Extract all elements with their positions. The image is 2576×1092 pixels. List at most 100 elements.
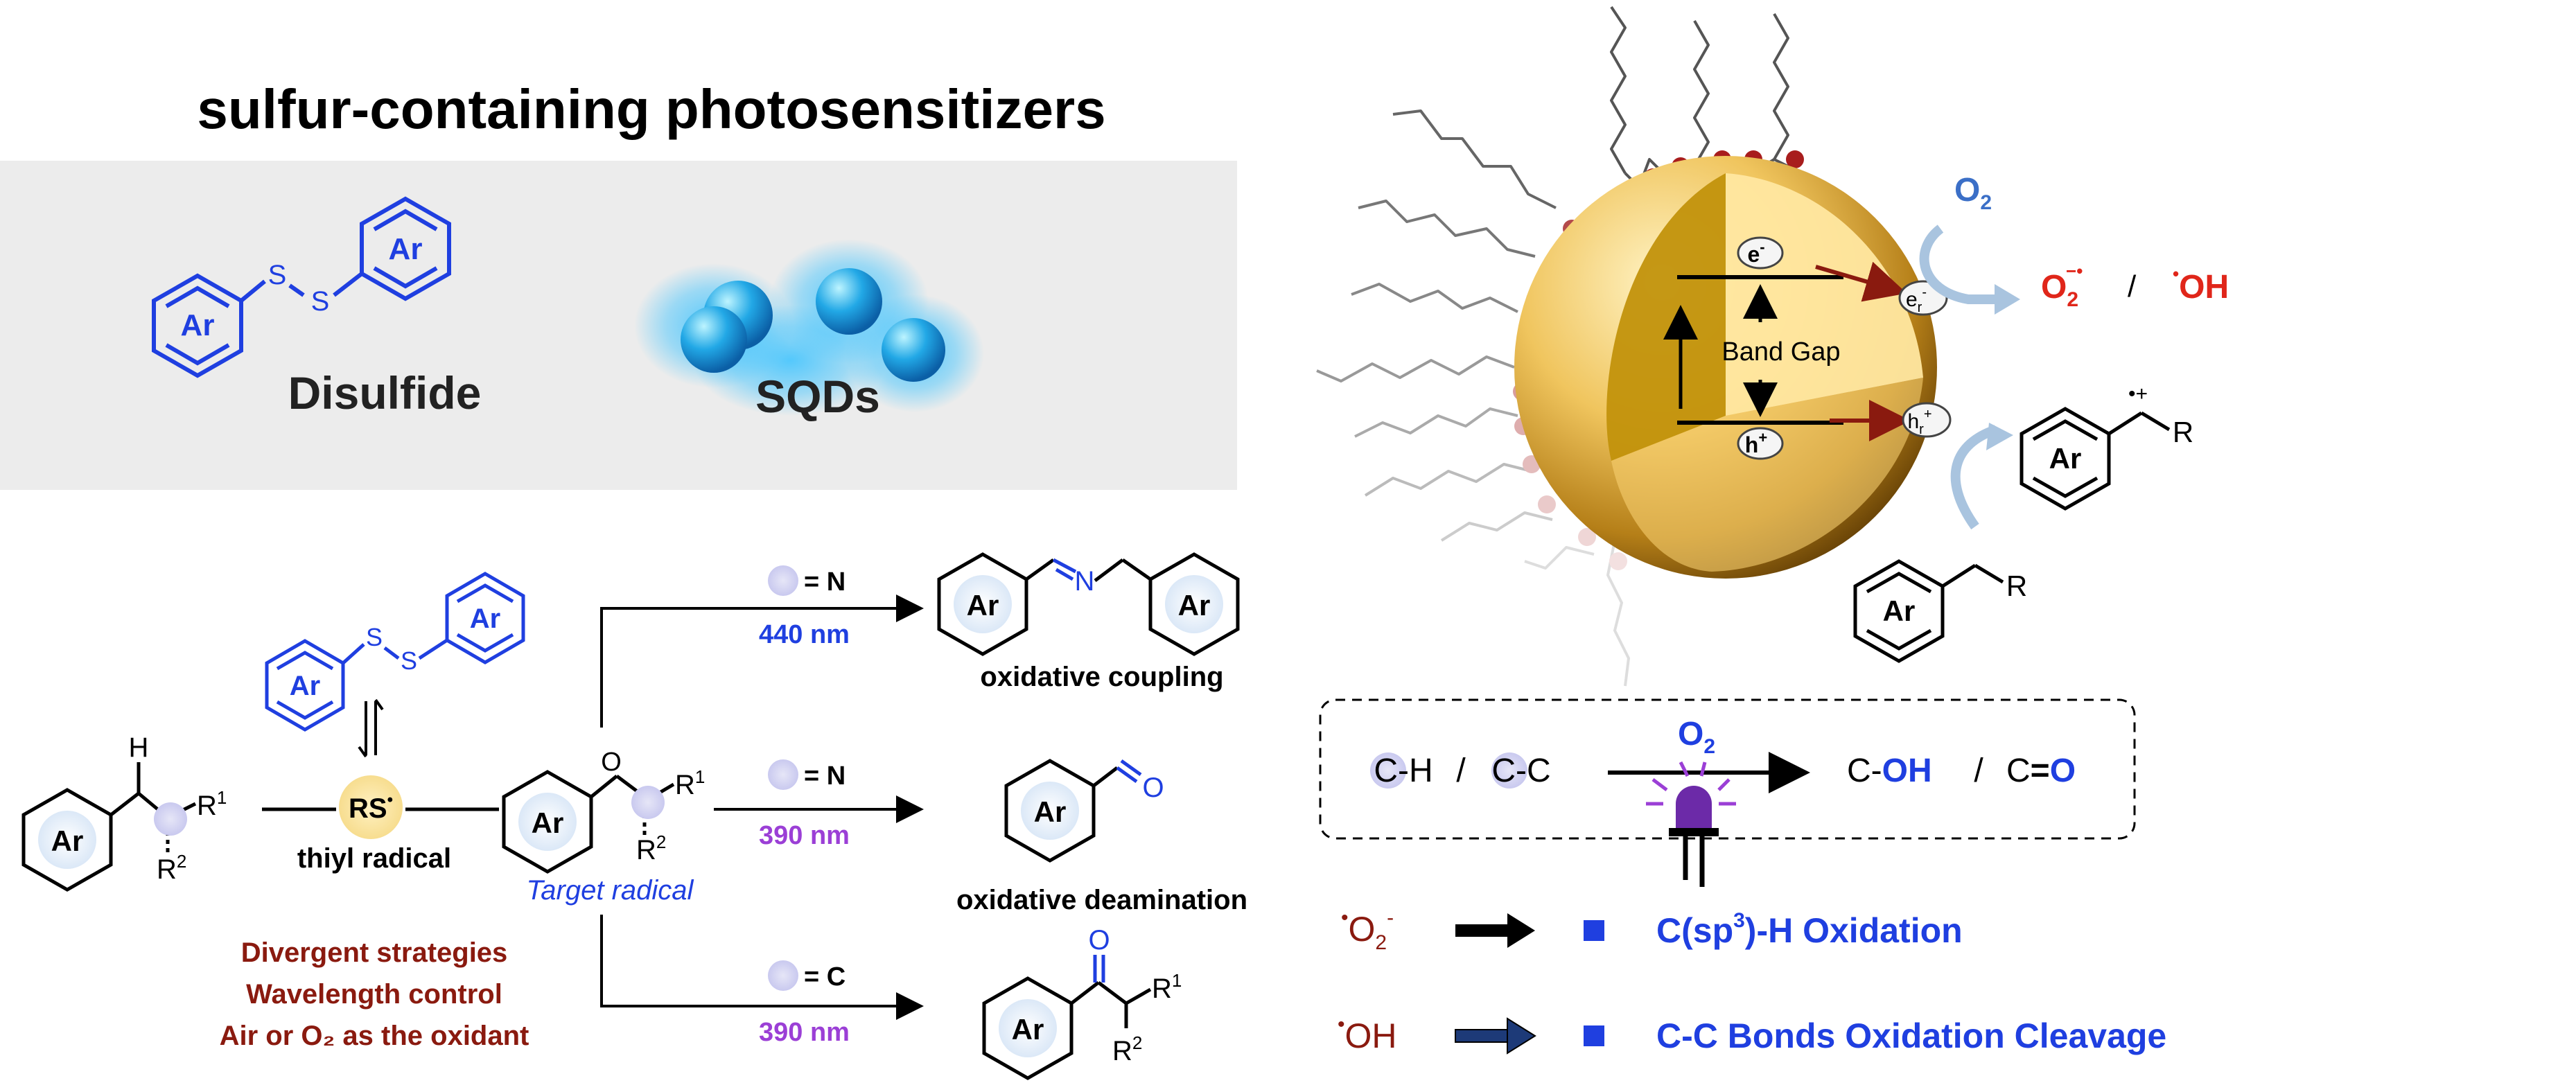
substrate-ar: Ar: [51, 825, 84, 857]
product2-label: oxidative deamination: [956, 885, 1247, 915]
reaction-slash-2: /: [1974, 752, 1983, 789]
product-co: C=O: [2006, 752, 2076, 789]
hole-label: h+: [1745, 429, 1767, 457]
branch-lines: [600, 595, 924, 1020]
benzyl-substrate-structure: [1853, 559, 2004, 663]
reaction-slash-1: /: [1456, 752, 1466, 789]
disulfide-ar-left: Ar: [181, 308, 215, 342]
target-q: O: [601, 748, 622, 777]
substrate-r1: R1: [197, 787, 227, 821]
legend-arrow-1: [1455, 913, 1535, 948]
product3-o: O: [1088, 925, 1110, 956]
benzyl-radical-r: R: [2173, 416, 2193, 448]
product1-ar1: Ar: [967, 589, 999, 622]
substrate-r2: R2: [157, 851, 186, 885]
electron-label: e-: [1747, 238, 1764, 267]
scheme-disulfide-s1: S: [366, 623, 383, 651]
benzyl-radical-ar: Ar: [2049, 442, 2082, 475]
product1-label: oxidative coupling: [980, 662, 1223, 692]
thiyl-rs: RS•: [349, 791, 393, 824]
substrate-radical-site: [154, 802, 187, 836]
photosensitizer-panel: [0, 161, 1237, 490]
product3-r2: R2: [1112, 1032, 1142, 1066]
disulfide-structure: [152, 196, 451, 378]
product1-n: N: [1075, 566, 1095, 597]
product1-ring2-shade: [1165, 575, 1223, 633]
cc-bond: C-C: [1491, 752, 1550, 789]
electron-transfer-arrow: [1815, 261, 1907, 302]
legend-bullet-2: [1584, 1025, 1604, 1046]
ligand-chains: [1316, 6, 1803, 687]
branch2-eq: = N: [804, 761, 845, 791]
disulfide-s1: S: [268, 260, 287, 290]
legend-text-1: C(sp3)-H Oxidation: [1656, 909, 1963, 950]
product-coh: C-OH: [1847, 752, 1932, 789]
legend-superoxide: •O2-: [1341, 906, 1394, 954]
product3-structure: [982, 955, 1152, 1080]
branch1-eq: = N: [804, 567, 845, 597]
benzyl-substrate-ar: Ar: [1883, 595, 1916, 627]
hole-bubble: [1737, 427, 1784, 460]
o2-reduction-arrow: [1919, 224, 1996, 304]
quantum-dot-cutout-right: [1726, 173, 1923, 416]
product1-ring1-shade: [954, 575, 1012, 633]
scheme-disulfide-s2: S: [401, 646, 417, 675]
o2-reduction-arrowhead: [1995, 284, 2020, 315]
substrate-bonds: [109, 762, 197, 852]
product-slash: /: [2128, 270, 2137, 303]
thiyl-radical-circle: [339, 775, 403, 839]
substrate-h: H: [129, 732, 149, 763]
disulfide-s2: S: [311, 286, 330, 317]
disulfide-ar-right: Ar: [389, 232, 423, 266]
branch2-dot: [768, 759, 798, 790]
target-radical-site: [631, 786, 665, 819]
superoxide-product: O2−•: [2041, 261, 2083, 311]
reaction-box: [1319, 698, 2136, 840]
disulfide-label: Disulfide: [288, 367, 482, 419]
target-r2: R2: [636, 831, 666, 865]
figure-title: sulfur-containing photosensitizers: [197, 78, 1105, 140]
ch-bond: C-H: [1374, 752, 1432, 789]
product1-ar2: Ar: [1178, 589, 1211, 622]
target-radical-label: Target radical: [527, 875, 694, 906]
sqds-label: SQDs: [755, 371, 880, 422]
benzyl-radical-structure: [2019, 407, 2171, 511]
legend-arrow-2: [1455, 1017, 1536, 1055]
product2-ring-shade: [1021, 782, 1079, 840]
product1-structure: [937, 552, 1240, 656]
note-2: Wavelength control: [246, 979, 502, 1010]
equilibrium-arrows: [358, 698, 384, 758]
hr-label: hr+: [1907, 407, 1931, 437]
substrate-oxidation-arrow: [1950, 425, 1998, 530]
o2-reactant: O2: [1954, 172, 1992, 214]
benzyl-substrate-r: R: [2006, 570, 2027, 602]
reaction-o2: O2: [1678, 716, 1715, 758]
thiyl-radical-label: thiyl radical: [297, 843, 451, 874]
legend-hydroxyl: •OH: [1338, 1013, 1397, 1055]
product2-ar: Ar: [1034, 795, 1067, 828]
product3-ring-shade: [999, 999, 1057, 1057]
product2-structure: [1004, 759, 1142, 863]
legend-text-2: C-C Bonds Oxidation Cleavage: [1656, 1016, 2166, 1055]
band-gap-label: Band Gap: [1721, 337, 1840, 367]
scheme-disulfide: [265, 572, 525, 732]
product3-ar: Ar: [1012, 1013, 1044, 1046]
scheme-disulfide-ar-right: Ar: [470, 604, 500, 634]
cc-highlight: [1491, 752, 1527, 789]
scheme-disulfide-ar-left: Ar: [290, 671, 320, 701]
electron-bubble: [1737, 236, 1784, 270]
note-3: Air or O₂ as the oxidant: [220, 1021, 529, 1051]
branch3-wavelength: 390 nm: [759, 1018, 850, 1047]
branch1-dot: [768, 565, 798, 596]
product3-r1: R1: [1152, 970, 1182, 1004]
branch2-wavelength: 390 nm: [759, 821, 850, 850]
legend-bullet-1: [1584, 920, 1604, 941]
branch3-eq: = C: [804, 962, 845, 992]
hydroxyl-product: •OH: [2173, 263, 2229, 306]
branch3-dot: [768, 960, 798, 991]
product2-o: O: [1142, 773, 1164, 803]
quantum-dot-cutout-bottom: [1611, 378, 1923, 572]
branch1-wavelength: 440 nm: [759, 620, 850, 649]
benzyl-radical-sup: •+: [2128, 382, 2148, 405]
